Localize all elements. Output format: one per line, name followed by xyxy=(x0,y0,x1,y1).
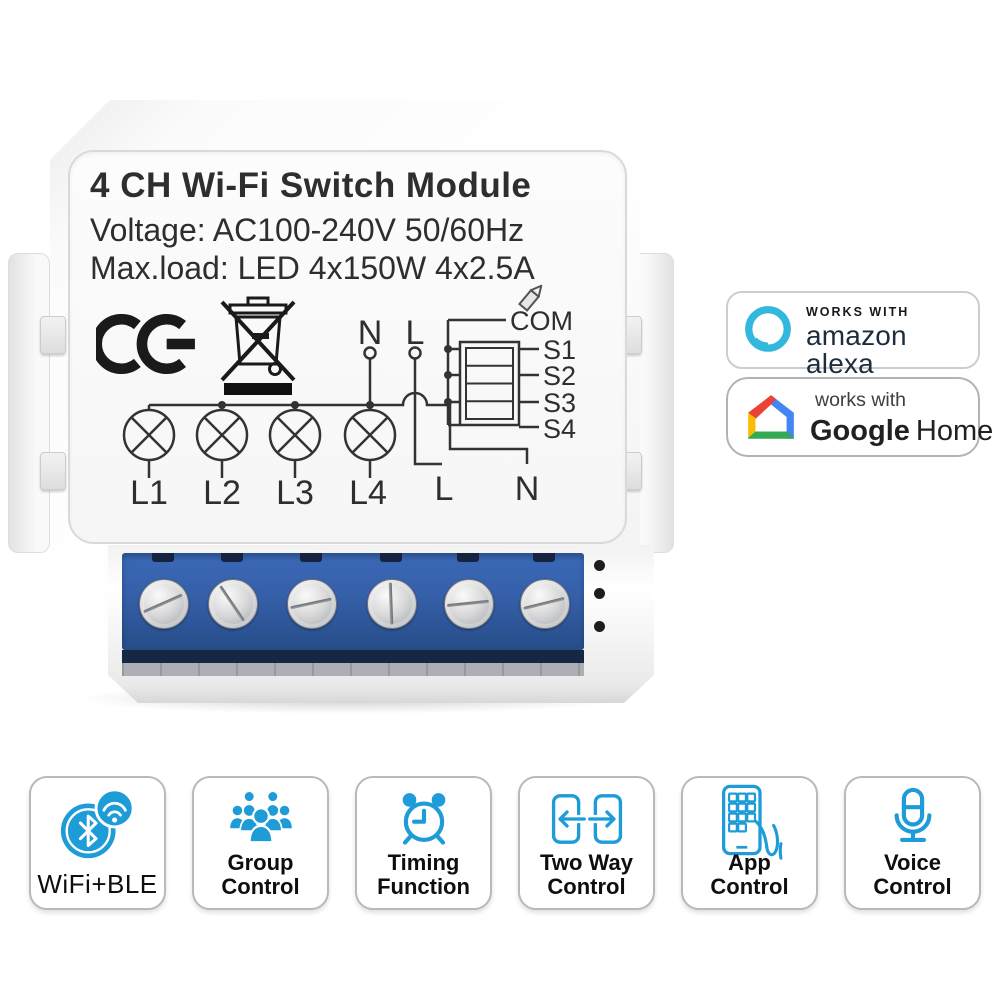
terminal-screw xyxy=(287,579,337,629)
alarm-clock-icon xyxy=(402,793,445,845)
terminal-block xyxy=(122,553,584,650)
terminal-screw xyxy=(139,579,189,629)
terminal-screw xyxy=(367,579,417,629)
microphone-icon xyxy=(894,787,931,842)
device-left-wing xyxy=(8,253,50,553)
voltage-spec: Voltage: AC100-240V 50/60Hz xyxy=(90,212,525,248)
terminal-label: N xyxy=(515,470,540,508)
feature-card-wifi-ble: WiFi+BLE xyxy=(29,776,166,910)
device-clip-tab xyxy=(40,316,66,354)
amazon-alexa-icon xyxy=(745,306,791,352)
terminal-screw xyxy=(208,579,258,629)
amazon-alexa-text: amazon alexa xyxy=(806,319,907,379)
terminal-label: L4 xyxy=(349,474,387,512)
wire-slot xyxy=(533,553,555,562)
ce-mark-icon xyxy=(96,314,195,374)
junction-dots xyxy=(218,345,452,409)
weee-bin-icon xyxy=(220,296,296,395)
terminal-label: S4 xyxy=(543,414,576,444)
terminal-label: COM xyxy=(510,306,573,336)
terminal-label: N xyxy=(358,314,383,352)
terminal-label: L xyxy=(435,470,454,508)
terminal-label: S3 xyxy=(543,388,576,418)
wire-slot xyxy=(221,553,243,562)
feature-label: WiFi+BLE xyxy=(37,869,158,899)
terminal-label: S1 xyxy=(543,335,576,365)
pencil-icon xyxy=(518,284,543,312)
wire-slot xyxy=(380,553,402,562)
product-title: 4 CH Wi-Fi Switch Module xyxy=(90,166,532,205)
wire-slot xyxy=(300,553,322,562)
lamp-symbols xyxy=(122,408,397,462)
group-people-icon xyxy=(228,790,293,844)
terminal-label: L3 xyxy=(276,474,314,512)
terminal-recess xyxy=(122,650,584,663)
wire-slot xyxy=(457,553,479,562)
reset-pinhole xyxy=(594,588,605,599)
terminal-screw xyxy=(520,579,570,629)
wire-slot xyxy=(152,553,174,562)
works-with-alexa-badge: WORKS WITH amazon alexa xyxy=(726,291,980,377)
terminal-rail xyxy=(122,663,584,676)
device-clip-tab xyxy=(40,452,66,490)
switch-terminal-labels: COM S1 S2 S3 S4 xyxy=(510,306,576,444)
terminal-screw xyxy=(444,579,494,629)
max-load-spec: Max.load: LED 4x150W 4x2.5A xyxy=(90,250,535,286)
phone-hand-icon xyxy=(721,784,782,860)
terminal-label: S2 xyxy=(543,361,576,391)
google-brand-text: Google xyxy=(810,414,910,447)
alexa-works-with-text: WORKS WITH xyxy=(806,305,910,319)
two-way-switch-icon xyxy=(551,794,622,844)
reset-pinhole xyxy=(594,560,605,571)
terminal-label: L2 xyxy=(203,474,241,512)
wifi-bluetooth-icon xyxy=(60,788,135,859)
terminal-label: L1 xyxy=(130,474,168,512)
google-home-icon xyxy=(748,395,794,439)
diagram-labels: N L L1 L2 L3 L4 L N xyxy=(130,314,539,512)
wiring-diagram: N L L1 L2 L3 L4 L N COM S1 S2 S3 S4 xyxy=(122,284,576,512)
reset-pinhole xyxy=(594,621,605,632)
terminal-label: L xyxy=(406,314,425,352)
google-works-with-text: works with xyxy=(815,389,907,411)
wall-switch-symbol xyxy=(458,340,521,427)
google-product-text: Home xyxy=(915,414,994,447)
device-label-panel: 4 CH Wi-Fi Switch Module Voltage: AC100-… xyxy=(68,150,627,544)
